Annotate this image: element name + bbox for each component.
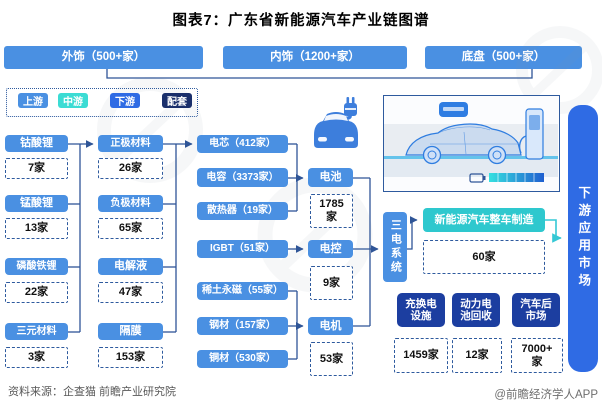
node-steel: 钢材（157家） bbox=[197, 317, 288, 335]
count-battery-recycling: 12家 bbox=[452, 338, 502, 373]
legend-box bbox=[6, 88, 198, 117]
count-motor: 53家 bbox=[310, 342, 353, 376]
count-cobalt-oxide: 7家 bbox=[5, 158, 68, 179]
legend-midstream: 中游 bbox=[58, 93, 88, 108]
ev-charging-photo bbox=[383, 95, 560, 192]
node-oem: 新能源汽车整车制造 bbox=[423, 208, 545, 232]
node-auto-aftermarket: 汽车后 市场 bbox=[512, 293, 560, 327]
legend-upstream: 上游 bbox=[18, 93, 48, 108]
count-ternary-material: 3家 bbox=[5, 347, 68, 368]
node-motor: 电机 bbox=[308, 317, 353, 335]
count-electrolyte: 47家 bbox=[98, 282, 163, 303]
node-manganese-oxide: 锰酸锂 bbox=[5, 195, 68, 212]
count-battery: 1785 家 bbox=[310, 194, 353, 228]
count-anode: 65家 bbox=[98, 218, 163, 239]
node-rare-earth-magnet: 稀土永磁（55家） bbox=[197, 282, 288, 300]
source-note: 资料来源：企查猫 前瞻产业研究院 bbox=[8, 386, 177, 398]
node-battery-recycling: 动力电 池回收 bbox=[452, 293, 500, 327]
node-copper: 铜材（530家） bbox=[197, 350, 288, 368]
legend-downstream: 下游 bbox=[110, 93, 140, 108]
count-lfp: 22家 bbox=[5, 282, 68, 303]
node-cell: 电芯（412家） bbox=[197, 135, 288, 153]
node-electronic-control: 电控 bbox=[308, 240, 353, 258]
count-auto-aftermarket: 7000+ 家 bbox=[511, 338, 563, 373]
node-electrolyte: 电解液 bbox=[98, 258, 163, 275]
node-three-electric-system: 三电系统 bbox=[383, 212, 407, 282]
node-charging-infrastructure: 充换电 设施 bbox=[397, 293, 445, 327]
node-radiator: 散热器（19家） bbox=[197, 202, 288, 220]
node-cathode: 正极材料 bbox=[98, 135, 163, 152]
node-separator: 隔膜 bbox=[98, 323, 163, 340]
legend-support: 配套 bbox=[162, 93, 192, 108]
count-charging-infrastructure: 1459家 bbox=[394, 338, 448, 373]
node-lfp: 磷酸铁锂 bbox=[5, 258, 68, 275]
count-electronic-control: 9家 bbox=[310, 266, 353, 300]
node-downstream-market: 下游应用市场 bbox=[568, 105, 598, 372]
count-cathode: 26家 bbox=[98, 158, 163, 179]
node-igbt: IGBT（51家） bbox=[197, 240, 288, 258]
count-separator: 153家 bbox=[98, 347, 163, 368]
node-capacitor: 电容（3373家） bbox=[197, 168, 288, 187]
top-box-chassis: 底盘（500+家） bbox=[425, 46, 582, 69]
node-cobalt-oxide: 钴酸锂 bbox=[5, 135, 68, 152]
node-battery: 电池 bbox=[308, 168, 353, 187]
count-manganese-oxide: 13家 bbox=[5, 218, 68, 239]
ev-car-plug-icon bbox=[314, 97, 358, 148]
figure-title: 图表7：广东省新能源汽车产业链图谱 bbox=[172, 13, 430, 29]
node-anode: 负极材料 bbox=[98, 195, 163, 212]
count-oem: 60家 bbox=[423, 240, 545, 274]
node-ternary-material: 三元材料 bbox=[5, 323, 68, 340]
top-box-exterior: 外饰（500+家） bbox=[4, 46, 203, 69]
credit-note: @前瞻经济学人APP bbox=[494, 389, 598, 401]
top-box-interior: 内饰（1200+家） bbox=[223, 46, 407, 69]
